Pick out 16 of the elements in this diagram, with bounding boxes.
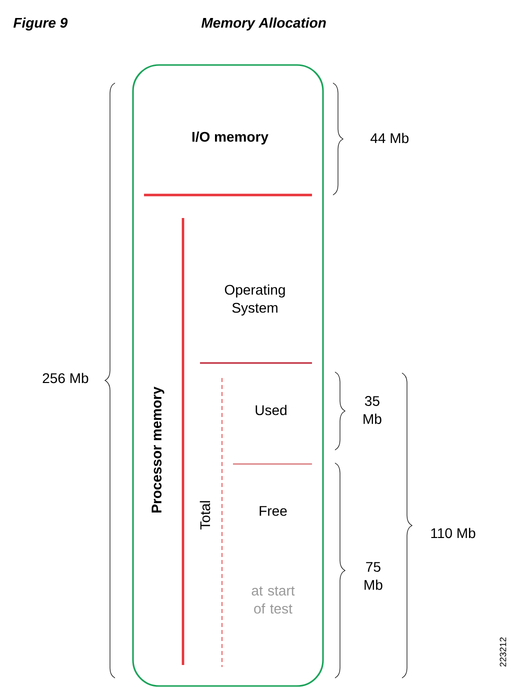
region-label: Operating System xyxy=(224,284,285,316)
figure-number: Figure 9 xyxy=(13,17,68,31)
figure-title: Memory Allocation xyxy=(201,17,326,31)
size-label: 256 Mb xyxy=(42,372,88,384)
size-label: 75 Mb xyxy=(364,562,382,590)
size-label: 35 Mb xyxy=(364,396,382,424)
size-label: 110 Mb xyxy=(431,528,476,538)
memory-column xyxy=(132,64,324,687)
figure-id: 223212 xyxy=(500,637,506,667)
region-label: Used xyxy=(256,404,286,416)
region-label: Total xyxy=(200,501,210,530)
region-label: I/O memory xyxy=(192,131,268,145)
region-label: Processor memory xyxy=(152,386,164,512)
note-text: at start of test xyxy=(252,586,295,614)
region-label: Free xyxy=(260,506,287,516)
size-label: 44 Mb xyxy=(370,132,408,144)
